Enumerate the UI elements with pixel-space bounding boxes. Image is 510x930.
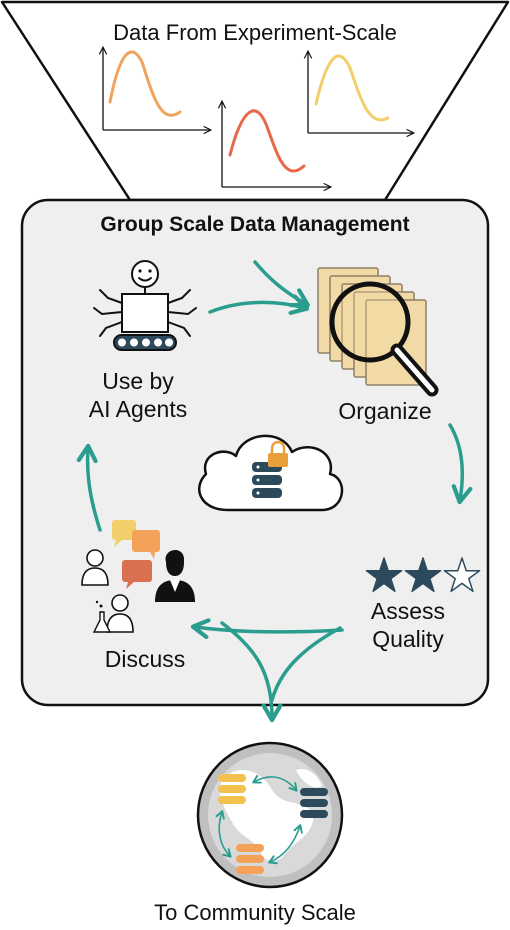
group-panel-title: Group Scale Data Management [100,213,410,236]
funnel-title: Data From Experiment-Scale [113,20,397,45]
arrow-to-community [220,621,283,723]
mini-plot-left [103,48,210,130]
arrow-quality-to-discuss [190,618,344,640]
database-icon-dark [300,788,328,818]
label-ai-agents: Use by AI Agents [88,368,188,422]
cycle-arrows [76,260,473,723]
label-assess-quality: Assess Quality [370,598,446,652]
arrow-top-curve [253,260,310,308]
database-icon-orange [236,844,264,874]
star-icon-2 [404,557,442,593]
globe-icon [196,741,344,889]
star-icon-3 [443,557,481,593]
label-organize: Organize [338,398,432,424]
robot-icon [93,260,197,351]
star-icon-1 [365,557,403,593]
magnifier-documents-icon [317,267,439,397]
mini-plot-middle [222,102,330,187]
arrow-merge-right [270,626,342,702]
arrow-organize-to-quality [448,423,473,505]
arrow-discuss-to-ai [76,443,102,532]
label-discuss: Discuss [104,646,186,672]
discussion-people-icon [81,520,195,633]
database-icon-yellow [218,774,246,804]
cloud-database-icon [198,434,344,512]
mini-plot-right [308,52,413,133]
label-community-scale: To Community Scale [154,900,356,925]
rating-stars [365,557,481,593]
